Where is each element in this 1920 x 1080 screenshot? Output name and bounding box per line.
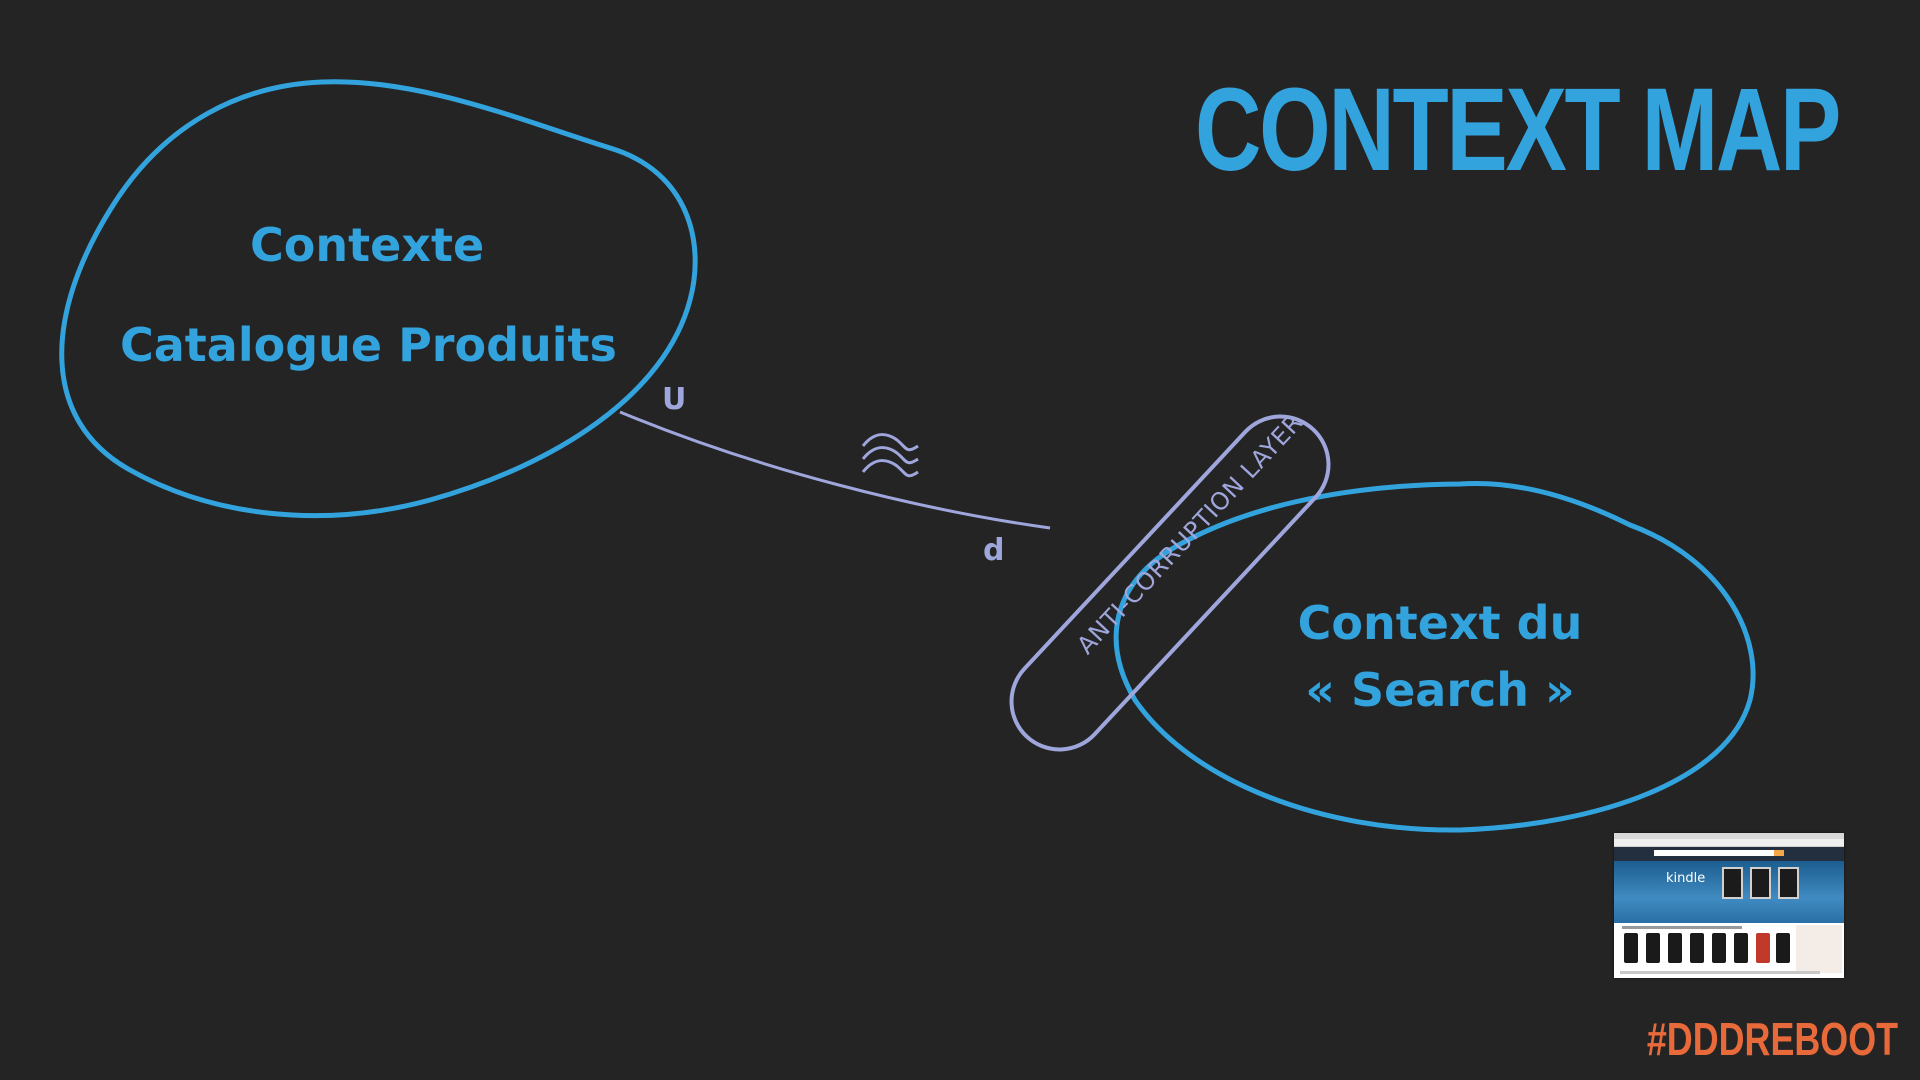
approximately-equal-wave-icon <box>861 433 919 478</box>
context-search-boundary <box>1113 481 1756 833</box>
context-catalogue-label-line2: Catalogue Produits <box>120 318 617 372</box>
context-catalogue-boundary <box>59 79 698 519</box>
relationship-line <box>619 410 1051 530</box>
amazon-page-thumbnail: kindle <box>1614 833 1844 978</box>
page-title: CONTEXT MAP <box>1195 64 1841 196</box>
context-search-label-line1: Context du <box>1297 596 1583 650</box>
context-search-label-line2: « Search » <box>1305 663 1575 717</box>
context-catalogue-label-line1: Contexte <box>250 218 485 272</box>
anti-corruption-layer-boundary <box>1009 414 1331 752</box>
thumbnail-hero-text: kindle <box>1666 871 1706 886</box>
hashtag: #DDDREBOOT <box>1646 1013 1898 1065</box>
upstream-label: U <box>662 382 687 417</box>
downstream-label: d <box>983 533 1005 568</box>
